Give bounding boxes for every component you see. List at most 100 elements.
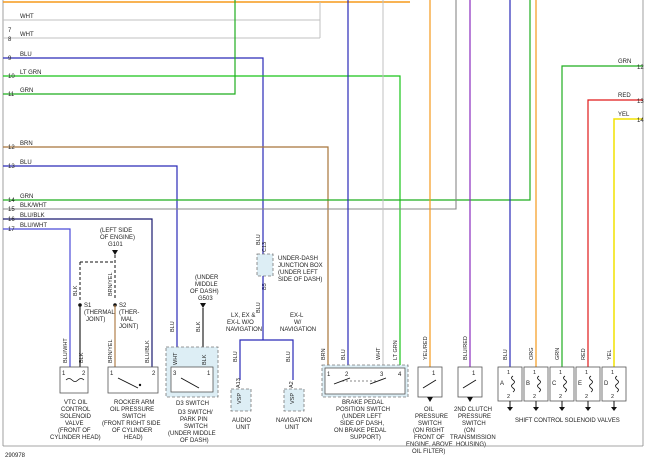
vtc-pin2: 2: [82, 371, 86, 377]
oil-box: [417, 366, 443, 398]
split-to-nav: [263, 339, 294, 380]
d3-pin1: 1: [207, 371, 211, 377]
solenoid-c-ground-symbol: [559, 407, 565, 411]
brake-box: [324, 367, 406, 395]
brake-switch-arm-2: [369, 377, 387, 385]
clutch-desc-6: HOUSING): [456, 442, 486, 448]
left-wire-labels: 7 WHT 8 WHT 9 BLU 10 LT GRN 11 GRN 12 BR…: [8, 14, 47, 233]
nav-with-2: EX-L W/O: [227, 320, 254, 326]
s1-label-1: S1: [84, 303, 92, 309]
wire-16-label: BLU/BLK: [20, 213, 45, 219]
solenoid-b-coil: [537, 375, 541, 393]
nav-with-1: LX, EX &: [231, 313, 255, 319]
wire-15-num: 15: [8, 207, 15, 213]
oil-desc-1: OIL: [424, 407, 434, 413]
wire-13-blu: [3, 165, 178, 350]
clutch-ground: [467, 397, 473, 402]
brake-pin3: 3: [380, 372, 384, 378]
wire-12-label: BRN: [20, 141, 33, 147]
wire-9-label: BLU: [20, 52, 32, 58]
wire-11-grn: [3, 0, 236, 95]
audio-vsp: VSP: [237, 393, 243, 404]
wire-16-blublk: [3, 218, 153, 367]
right-wire-12-num: 12: [637, 65, 644, 71]
d3-switch-arm: [180, 377, 200, 389]
clutch-desc-5: TRANSMISSION: [450, 435, 496, 441]
audio-desc-1: AUDIO: [232, 418, 251, 424]
wire-14-label: GRN: [20, 194, 33, 200]
solenoid-c-letter: C: [552, 381, 557, 387]
clutch-desc-3: SWITCH: [462, 421, 486, 427]
brake-desc-4: SIDE OF DASH,: [340, 421, 384, 427]
oil-wire-yelred: YEL/RED: [423, 336, 429, 360]
solenoid-a-pin2: 2: [507, 394, 510, 400]
s2-brnyel-label: BRN/YEL: [108, 272, 114, 296]
wire-11-num: 11: [8, 92, 15, 98]
nav-vsp: VSP: [290, 393, 296, 404]
clutch-desc-4: (ON: [464, 428, 475, 434]
d3-desc-6: OF DASH): [180, 438, 209, 444]
brake-desc-6: SUPPORT): [350, 435, 381, 441]
wire-15-label: BLK/WHT: [20, 203, 47, 209]
vtc-wire-bluwht: BLU/WHT: [63, 338, 69, 363]
solenoid-d-pin1: 1: [611, 370, 614, 376]
solenoid-a-box: [497, 366, 523, 402]
nav-without-2: W/: [294, 320, 302, 326]
clutch-wire-blured: BLU/RED: [463, 336, 469, 360]
d3-box: [170, 366, 214, 393]
d3-desc-3: PARK PIN: [180, 417, 208, 423]
rocker-wire-blublk: BLU/BLK: [145, 340, 151, 363]
g503-line4: G503: [198, 296, 213, 302]
oil-desc-6: ENGINE, ABOVE: [406, 442, 453, 448]
d3-inner-blk: BLK: [202, 354, 208, 365]
ground-g503-symbol: [200, 303, 206, 308]
shift-wire-red: RED: [581, 348, 587, 360]
rocker-wire-brnyel: BRN/YEL: [108, 339, 114, 363]
solenoid-e-pin2: 2: [585, 394, 588, 400]
wire-13-num: 13: [8, 164, 15, 170]
clutch-switch-arm: [462, 379, 477, 389]
oil-switch-arm: [422, 379, 437, 389]
wire-14-grn: [3, 0, 531, 201]
g503-line1: (UNDER: [195, 275, 219, 281]
oil-desc-4: (ON RIGHT: [413, 428, 445, 434]
vtc-wire-blk: BLK: [79, 352, 85, 363]
clutch-desc-1: 2ND CLUTCH: [454, 407, 492, 413]
audio-box: [230, 388, 252, 412]
solenoid-d-box: [601, 366, 627, 402]
jb-pin-bottom: B5: [262, 283, 268, 290]
brake-pin1: 1: [327, 372, 331, 378]
vtc-desc-3: SOLENOID: [60, 414, 92, 420]
rocker-contact: [138, 383, 142, 387]
rocker-desc-1: ROCKER ARM: [114, 400, 154, 406]
vtc-pin1: 1: [62, 371, 66, 377]
nav-without-3: NAVIGATION: [280, 327, 316, 333]
rocker-component: BRN/YEL BLU/BLK 1 2 ROCKER ARM OIL PRESS…: [102, 339, 160, 441]
wire-17-num: 17: [8, 227, 15, 233]
wire-16-num: 16: [8, 217, 15, 223]
rocker-box: [107, 366, 159, 394]
solenoid-b-letter: B: [526, 381, 530, 387]
oil-pressure-switch: YEL/RED 1 OIL PRESSURE SWITCH (ON RIGHT …: [406, 336, 453, 455]
g101-line2: OF ENGINE): [100, 235, 135, 241]
jb-label-3: (UNDER LEFT: [278, 270, 318, 276]
audio-blu-label: BLU: [233, 351, 239, 362]
d3-desc-5: (UNDER MIDDLE: [168, 431, 216, 437]
solenoid-c-coil: [563, 375, 567, 393]
wire-10-num: 10: [8, 74, 15, 80]
s2-label-2: (THER-: [119, 310, 139, 316]
s2-label-1: S2: [119, 303, 127, 309]
brake-wire-brn: BRN: [321, 348, 327, 360]
junction-box: BLU C13 B5 UNDER-DASH JUNCTION BOX (UNDE…: [256, 234, 323, 290]
d3-desc-2: D3 SWITCH/: [178, 410, 213, 416]
nav-without-1: EX-L: [290, 313, 304, 319]
wire-17-label: BLU/WHT: [20, 223, 47, 229]
rocker-desc-4: (FRONT RIGHT SIDE: [102, 421, 160, 427]
vtc-box: [59, 366, 89, 394]
brake-wire-wht: WHT: [376, 347, 382, 360]
wire-8-label: WHT: [20, 32, 34, 38]
jb-pin-top: C13: [262, 242, 268, 252]
right-wire-12-label: GRN: [618, 59, 631, 65]
oil-pin: 1: [432, 371, 436, 377]
oil-ground: [427, 397, 433, 402]
